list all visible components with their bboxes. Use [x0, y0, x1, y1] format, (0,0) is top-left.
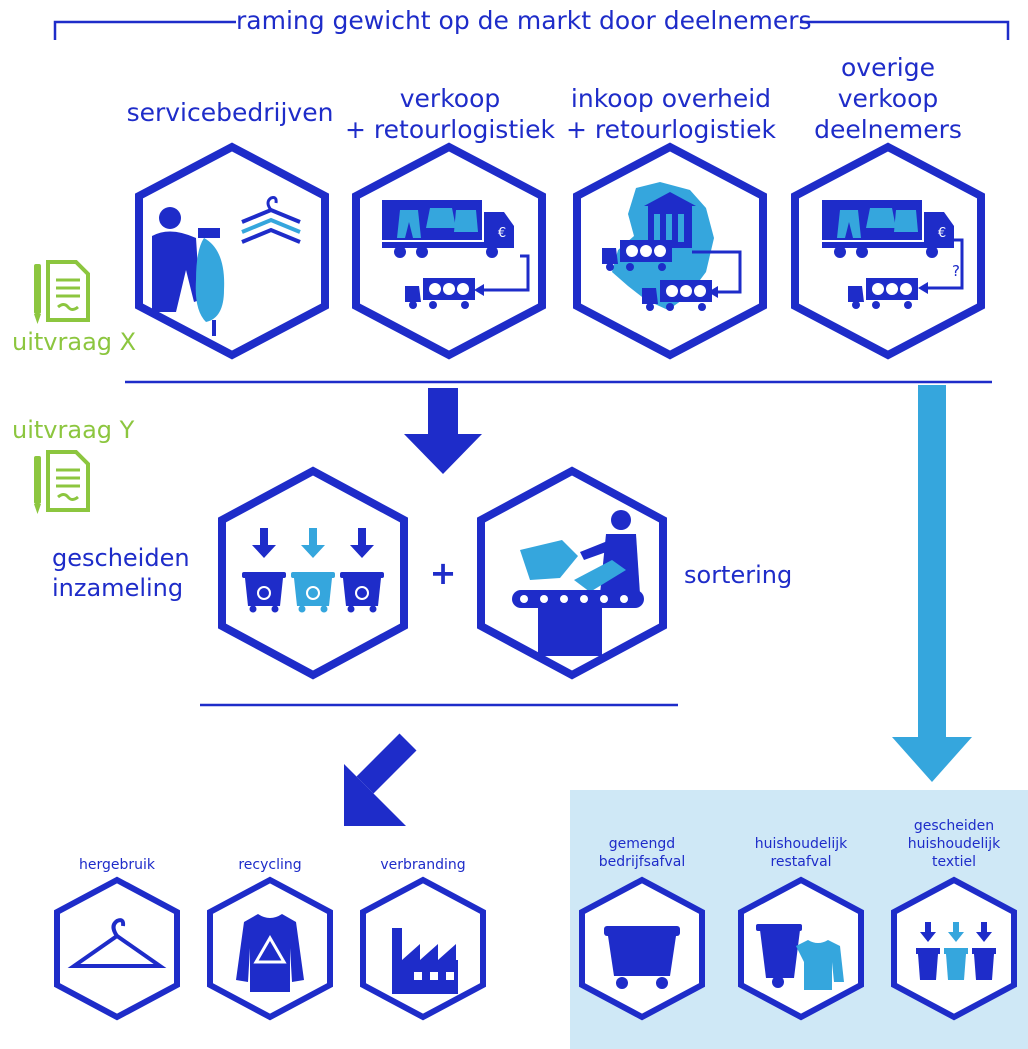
factory-icon [392, 928, 458, 994]
outcome-label-verbranding: verbranding [380, 857, 466, 873]
overige-verkoop-hexagon [791, 142, 985, 360]
down-arrow [404, 388, 482, 474]
diagonal-arrow [344, 733, 417, 826]
sweater-recycle-icon [236, 914, 304, 992]
inkoop-overheid-hexagon [573, 142, 767, 360]
recycling-hexagon [207, 876, 333, 1021]
separate-bins-icon [916, 922, 996, 980]
verkoop-hexagon [352, 142, 546, 360]
light-blue-arrow [892, 385, 972, 782]
waste-label-gescheiden-textiel: gescheiden huishoudelijk textiel [907, 818, 1001, 870]
outcome-label-recycling: recycling [238, 857, 302, 873]
questionnaire-x-icon [34, 260, 90, 324]
participant-label-overige: overige verkoop deelnemers [814, 53, 962, 144]
participant-label-inkoop-overheid: inkoop overheid + retourlogistiek [566, 84, 776, 144]
gemengd-bedrijfsafval-hexagon [579, 876, 705, 1021]
clothes-hangers-icon [241, 196, 301, 244]
euro-symbol-2: € [937, 226, 947, 241]
gescheiden-inzameling-label: gescheiden inzameling [52, 544, 190, 602]
participant-label-servicebedrijven: servicebedrijven [126, 98, 334, 127]
euro-symbol-1: € [497, 226, 507, 241]
truck-clothes-icon [397, 208, 478, 238]
waste-label-huishoudelijk-restafval: huishoudelijk restafval [754, 836, 848, 870]
header-title: raming gewicht op de markt door deelneme… [236, 6, 812, 35]
participant-label-verkoop: verkoop + retourlogistiek [345, 84, 555, 144]
questionnaire-y-label: uitvraag Y [12, 416, 135, 444]
collection-bins-icon [241, 528, 385, 614]
gescheiden-textiel-hexagon [891, 876, 1017, 1021]
questionnaire-y-icon [34, 450, 90, 514]
header-bracket [53, 20, 1010, 40]
huishoudelijk-restafval-hexagon [738, 876, 864, 1021]
verbranding-hexagon [360, 876, 486, 1021]
sorting-worker-icon [512, 510, 644, 656]
servicebedrijven-hexagon [135, 142, 329, 360]
sortering-label: sortering [684, 561, 793, 589]
questionnaire-x-label: uitvraag X [12, 328, 137, 356]
person-with-mannequin-icon [152, 207, 225, 336]
truck-clothes-icon-2 [837, 208, 918, 238]
hanger-icon [67, 918, 167, 968]
hergebruik-hexagon [54, 876, 180, 1021]
kliko-sweater-icon [756, 924, 844, 990]
plus-sign: + [429, 554, 457, 592]
outcome-label-hergebruik: hergebruik [78, 857, 155, 873]
waste-label-gemengd: gemengd bedrijfsafval [598, 836, 686, 870]
question-mark: ? [952, 262, 960, 280]
container-icon [604, 926, 680, 989]
sortering-hexagon [477, 466, 667, 680]
gescheiden-inzameling-hexagon [218, 466, 408, 680]
